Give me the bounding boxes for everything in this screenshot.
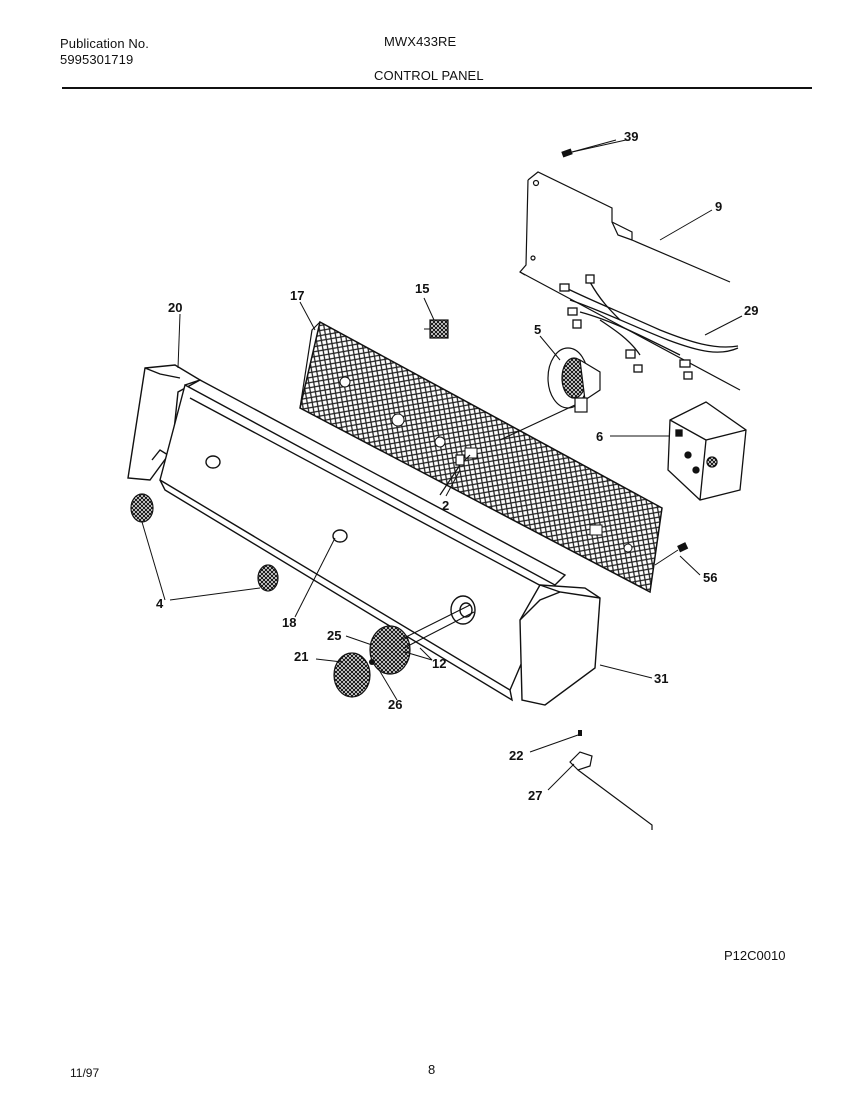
callout-22: 22 [509,748,523,763]
callout-27: 27 [528,788,542,803]
knob-part-25 [369,625,411,675]
callout-4: 4 [156,596,164,611]
callout-12: 12 [432,656,446,671]
screw-part-22 [578,730,582,736]
control-box-part-6 [667,401,747,501]
console-panel-part-18 [159,379,567,702]
clip-part-26 [369,659,375,665]
control-board-part-17 [299,320,663,594]
callout-26: 26 [388,697,402,712]
shaft-part-12 [399,604,475,649]
page-number: 8 [428,1062,436,1077]
knob-part-4 [130,493,279,592]
wire-harness-part-29 [559,274,739,380]
callout-31: 31 [654,671,668,686]
callout-17: 17 [290,288,304,303]
screw-part-56 [654,542,689,566]
callout-56: 56 [703,570,717,585]
section-title: CONTROL PANEL [374,68,484,83]
screw-part-39 [561,139,627,158]
footer-date: 11/97 [70,1066,100,1080]
callout-18: 18 [282,615,296,630]
publication-label: Publication No. [60,36,149,51]
leader-lines [141,139,743,791]
callout-9: 9 [715,199,722,214]
header-rule [62,87,812,89]
callout-6: 6 [596,429,603,444]
publication-number: 5995301719 [60,52,134,67]
callout-5: 5 [534,322,541,337]
right-end-cap-part-31 [519,584,601,706]
clip-part-27 [569,751,653,830]
callout-29: 29 [744,303,758,318]
model-number: MWX433RE [384,34,457,49]
callout-25: 25 [327,628,341,643]
callout-15: 15 [415,281,429,296]
callout-21: 21 [294,649,308,664]
switch-part-15 [424,319,449,339]
callout-39: 39 [624,129,638,144]
callout-2: 2 [442,498,449,513]
wire-part-2 [439,454,471,496]
callout-20: 20 [168,300,182,315]
diagram-code: P12C0010 [724,948,786,963]
timer-part-5 [499,347,601,441]
knob-part-21 [333,652,371,698]
